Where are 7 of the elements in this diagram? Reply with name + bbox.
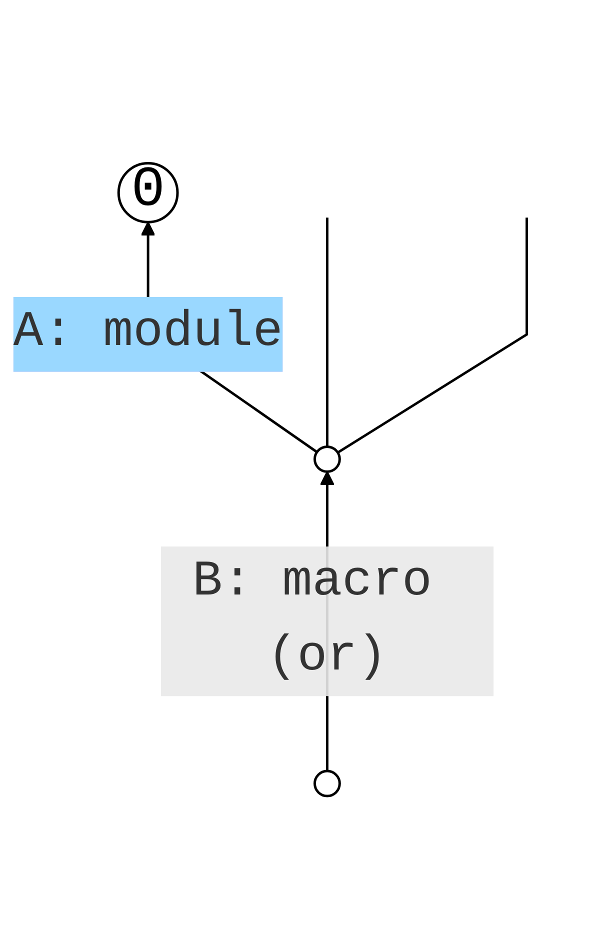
edge-label: A: module — [13, 306, 283, 362]
node-circle — [313, 770, 341, 798]
connector — [337, 218, 528, 454]
connector — [326, 218, 328, 448]
node-circle: 0 — [117, 162, 179, 224]
edge-label: B: macro (or) — [192, 555, 432, 687]
node-circle — [313, 446, 341, 474]
